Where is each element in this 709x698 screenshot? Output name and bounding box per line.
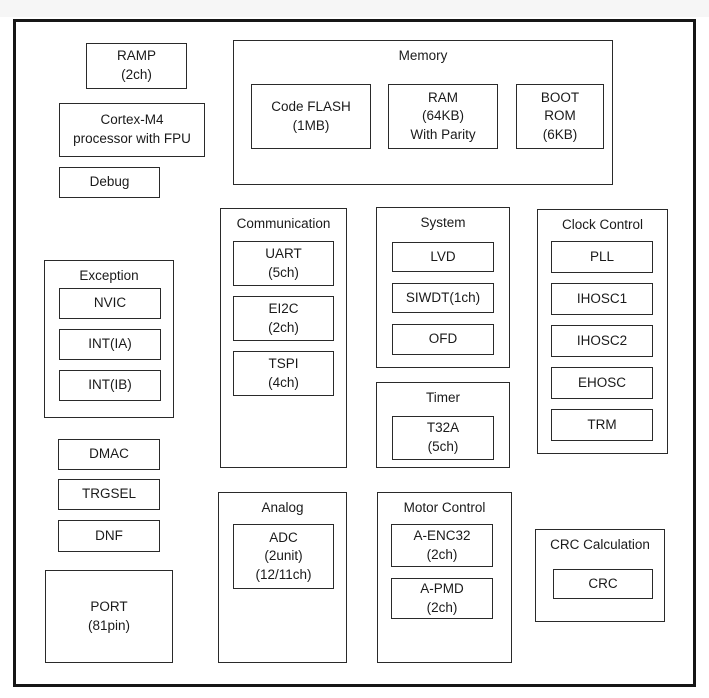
- block-adc: ADC (2unit) (12/11ch): [233, 524, 334, 589]
- group-system-title: System: [420, 215, 466, 230]
- block-crc-label: CRC: [588, 575, 618, 591]
- block-ofd: OFD: [392, 324, 494, 355]
- block-dnf-label: DNF: [95, 527, 123, 543]
- group-analog: Analog ADC (2unit) (12/11ch): [218, 492, 347, 663]
- block-debug: Debug: [59, 167, 160, 198]
- block-a-pmd-label: A-PMD (2ch): [420, 580, 464, 615]
- group-exception: Exception NVIC INT(IA) INT(IB): [44, 260, 174, 418]
- group-timer-title: Timer: [426, 390, 460, 405]
- block-dmac: DMAC: [58, 439, 160, 470]
- block-trm-label: TRM: [587, 416, 617, 432]
- block-nvic: NVIC: [59, 288, 161, 319]
- block-ei2c-label: EI2C (2ch): [268, 300, 299, 335]
- block-ihosc2-label: IHOSC2: [576, 332, 628, 348]
- block-ram-label: RAM (64KB) With Parity: [410, 89, 476, 142]
- block-uart-label: UART (5ch): [265, 245, 302, 280]
- group-crc-calculation-title: CRC Calculation: [550, 537, 650, 552]
- block-cortex-m4: Cortex-M4 processor with FPU: [59, 103, 205, 157]
- block-ofd-label: OFD: [428, 331, 458, 347]
- block-ei2c: EI2C (2ch): [233, 296, 334, 341]
- group-communication-title: Communication: [236, 216, 331, 231]
- group-clock-control-title: Clock Control: [561, 217, 644, 232]
- block-boot-rom-label: BOOT ROM (6KB): [540, 89, 580, 142]
- block-uart: UART (5ch): [233, 241, 334, 286]
- block-trm: TRM: [551, 409, 653, 441]
- group-system: System LVD SIWDT(1ch) OFD: [376, 207, 510, 368]
- block-cortex-m4-label: Cortex-M4 processor with FPU: [73, 112, 191, 146]
- block-a-pmd: A-PMD (2ch): [391, 578, 493, 619]
- block-port: PORT (81pin): [45, 570, 173, 663]
- block-pll: PLL: [551, 241, 653, 273]
- block-nvic-label: NVIC: [93, 295, 127, 311]
- block-ram: RAM (64KB) With Parity: [388, 84, 498, 149]
- block-lvd-label: LVD: [430, 248, 456, 264]
- block-boot-rom: BOOT ROM (6KB): [516, 84, 604, 149]
- block-debug-label: Debug: [89, 174, 130, 190]
- group-exception-title: Exception: [79, 268, 139, 283]
- block-ihosc1-label: IHOSC1: [576, 290, 628, 306]
- block-code-flash-label: Code FLASH (1MB): [271, 98, 351, 133]
- block-ihosc2: IHOSC2: [551, 325, 653, 357]
- block-t32a: T32A (5ch): [392, 416, 494, 460]
- block-a-enc32: A-ENC32 (2ch): [391, 524, 493, 567]
- block-tspi-label: TSPI (4ch): [268, 355, 299, 390]
- block-tspi: TSPI (4ch): [233, 351, 334, 396]
- group-motor-control-title: Motor Control: [403, 500, 486, 515]
- group-timer: Timer T32A (5ch): [376, 382, 510, 468]
- block-trgsel: TRGSEL: [58, 479, 160, 510]
- group-motor-control: Motor Control A-ENC32 (2ch) A-PMD (2ch): [377, 492, 512, 663]
- page-background-strip: [0, 0, 709, 17]
- block-trgsel-label: TRGSEL: [81, 486, 136, 502]
- block-siwdt: SIWDT(1ch): [392, 283, 494, 313]
- block-int-ia-label: INT(IA): [88, 336, 132, 352]
- block-adc-label: ADC (2unit) (12/11ch): [255, 529, 312, 582]
- block-dnf: DNF: [58, 520, 160, 552]
- block-ihosc1: IHOSC1: [551, 283, 653, 315]
- group-clock-control: Clock Control PLL IHOSC1 IHOSC2 EHOSC TR…: [537, 209, 668, 454]
- block-lvd: LVD: [392, 242, 494, 272]
- block-a-enc32-label: A-ENC32 (2ch): [413, 527, 471, 562]
- block-dmac-label: DMAC: [89, 446, 129, 462]
- block-t32a-label: T32A (5ch): [426, 420, 460, 454]
- group-memory-title: Memory: [398, 48, 448, 63]
- block-pll-label: PLL: [589, 248, 615, 264]
- block-crc: CRC: [553, 569, 653, 599]
- group-crc-calculation: CRC Calculation CRC: [535, 529, 665, 622]
- block-ramp-label: RAMP (2ch): [116, 48, 156, 82]
- block-int-ia: INT(IA): [59, 329, 161, 360]
- block-port-label: PORT (81pin): [87, 598, 131, 633]
- group-analog-title: Analog: [261, 500, 304, 515]
- block-ehosc-label: EHOSC: [577, 374, 626, 390]
- block-siwdt-label: SIWDT(1ch): [405, 289, 481, 305]
- group-communication: Communication UART (5ch) EI2C (2ch) TSPI…: [220, 208, 347, 468]
- block-ehosc: EHOSC: [551, 367, 653, 399]
- block-int-ib-label: INT(IB): [88, 377, 132, 393]
- block-int-ib: INT(IB): [59, 370, 161, 401]
- block-code-flash: Code FLASH (1MB): [251, 84, 371, 149]
- block-ramp: RAMP (2ch): [86, 43, 187, 89]
- group-memory: Memory Code FLASH (1MB) RAM (64KB) With …: [233, 40, 613, 185]
